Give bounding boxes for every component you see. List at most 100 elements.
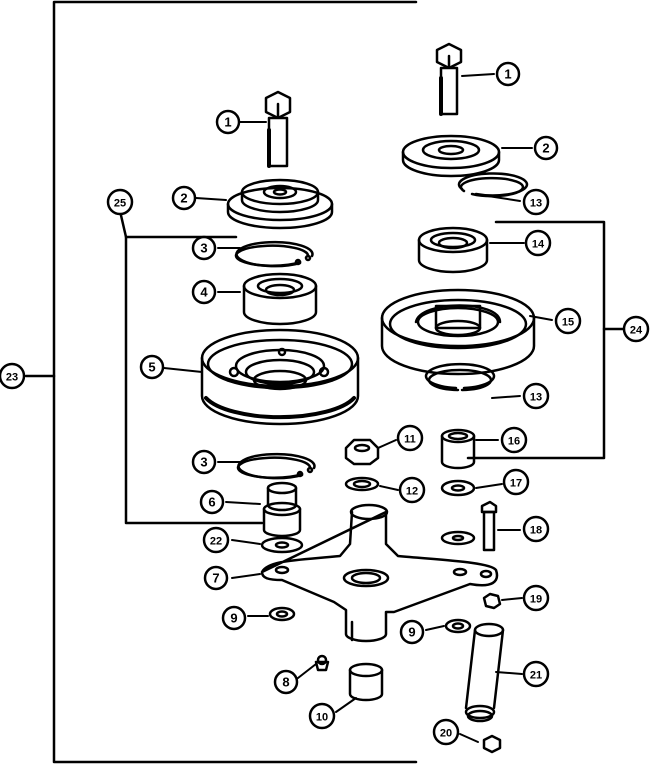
left-bearing xyxy=(242,272,318,326)
group-callout-right-pulley-assembly-text: 24 xyxy=(630,325,643,337)
callout-left-washer-circle xyxy=(202,526,230,554)
callout-grease-fitting: 8 xyxy=(273,669,299,695)
assembly-bracket-25 xyxy=(118,209,264,525)
callout-right-snap-ring-bottom-text: 13 xyxy=(530,392,542,404)
callout-right-nut-text: 9 xyxy=(408,625,415,640)
pivot-tube xyxy=(464,622,505,723)
callout-left-nut-circle xyxy=(221,605,247,631)
callout-center-nut-text: 11 xyxy=(404,434,416,446)
callout-right-snap-ring-top-text: 13 xyxy=(530,198,542,210)
grease-fitting xyxy=(314,654,330,672)
leader-lines xyxy=(163,73,553,743)
callout-right-small-nut-text: 19 xyxy=(530,594,542,606)
right-cover xyxy=(401,134,501,178)
callout-left-washer: 22 xyxy=(202,526,230,554)
callout-right-cover: 2 xyxy=(533,135,559,161)
group-callout-left-pulley-assembly-circle xyxy=(106,188,134,216)
callout-bottom-nut-text: 20 xyxy=(440,728,452,740)
callout-right-bearing: 14 xyxy=(524,229,552,257)
callout-right-washer-circle xyxy=(502,468,530,496)
callout-bottom-nut: 20 xyxy=(432,718,460,746)
group-callout-left-pulley-assembly-text: 25 xyxy=(114,198,126,210)
callout-bushing: 10 xyxy=(308,702,336,730)
callout-left-bearing-circle xyxy=(191,279,217,305)
callout-left-snap-ring-bottom: 3 xyxy=(191,449,217,475)
callout-grease-fitting-text: 8 xyxy=(282,675,289,690)
callout-left-nut-text: 9 xyxy=(230,611,237,626)
callout-bushing-text: 10 xyxy=(316,712,328,724)
left-snap-ring-top xyxy=(234,240,314,268)
right-snap-ring-bottom xyxy=(424,362,496,392)
callout-left-pulley: 5 xyxy=(139,354,165,380)
callout-left-pulley-text: 5 xyxy=(148,360,155,375)
left-nut xyxy=(268,606,296,622)
callout-right-snap-ring-bottom-circle xyxy=(522,382,550,410)
callout-small-bolt: 18 xyxy=(522,515,550,543)
callout-right-cover-circle xyxy=(533,135,559,161)
assembly-bracket-23 xyxy=(24,0,418,764)
callout-right-spacer: 16 xyxy=(500,426,528,454)
callout-left-bolt-text: 1 xyxy=(224,115,231,130)
left-bolt xyxy=(264,90,292,168)
callout-right-bolt: 1 xyxy=(495,61,521,87)
left-snap-ring-bottom xyxy=(236,452,316,480)
callout-left-pulley-circle xyxy=(139,354,165,380)
right-bolt xyxy=(435,42,463,116)
callout-left-spacer: 6 xyxy=(199,489,225,515)
callout-right-small-nut: 19 xyxy=(522,584,550,612)
callout-right-bolt-text: 1 xyxy=(504,67,511,82)
callout-bushing-circle xyxy=(308,702,336,730)
callout-center-washer-circle xyxy=(398,476,426,504)
callout-left-snap-ring-bottom-circle xyxy=(191,449,217,475)
group-callout-outer-assembly: 23 xyxy=(0,362,26,390)
callout-left-bolt: 1 xyxy=(215,109,241,135)
callout-center-nut-circle xyxy=(396,424,424,452)
callout-idler-arm-text: 7 xyxy=(212,571,219,586)
small-washer xyxy=(440,530,476,546)
right-snap-ring-top xyxy=(457,172,529,198)
right-nut xyxy=(444,618,472,634)
callout-right-snap-ring-top-circle xyxy=(522,188,550,216)
idler-arm xyxy=(260,503,499,643)
callout-right-snap-ring-bottom: 13 xyxy=(522,382,550,410)
callout-pivot-tube-text: 21 xyxy=(530,670,542,682)
callout-left-spacer-text: 6 xyxy=(208,495,215,510)
callout-idler-arm: 7 xyxy=(203,565,229,591)
group-callout-right-pulley-assembly-circle xyxy=(622,315,650,343)
callout-right-washer-text: 17 xyxy=(510,478,522,490)
callout-right-spacer-circle xyxy=(500,426,528,454)
callout-right-pulley-circle xyxy=(554,307,582,335)
callout-small-bolt-text: 18 xyxy=(530,525,542,537)
callout-small-bolt-circle xyxy=(522,515,550,543)
small-bolt xyxy=(480,500,498,552)
group-callout-right-pulley-assembly: 24 xyxy=(622,315,650,343)
callout-left-cover: 2 xyxy=(171,185,197,211)
right-pulley xyxy=(380,288,536,376)
group-callout-outer-assembly-text: 23 xyxy=(6,372,18,384)
callout-center-washer: 12 xyxy=(398,476,426,504)
callout-left-cover-text: 2 xyxy=(180,191,187,206)
bottom-nut xyxy=(482,734,502,754)
callout-left-bolt-circle xyxy=(215,109,241,135)
group-callout-left-pulley-assembly: 25 xyxy=(106,188,134,216)
callout-left-snap-ring-top: 3 xyxy=(191,235,217,261)
center-washer xyxy=(344,476,380,492)
callout-grease-fitting-circle xyxy=(273,669,299,695)
callout-pivot-tube-circle xyxy=(522,660,550,688)
group-callout-outer-assembly-circle xyxy=(0,362,26,390)
callout-left-snap-ring-top-text: 3 xyxy=(200,241,207,256)
callout-bottom-nut-circle xyxy=(432,718,460,746)
callout-left-spacer-circle xyxy=(199,489,225,515)
right-small-nut xyxy=(482,592,502,610)
callout-left-bearing: 4 xyxy=(191,279,217,305)
right-washer xyxy=(440,479,476,497)
callout-left-washer-text: 22 xyxy=(210,536,222,548)
left-spacer xyxy=(262,481,302,538)
callout-center-nut: 11 xyxy=(396,424,424,452)
callout-right-spacer-text: 16 xyxy=(508,436,520,448)
callout-left-snap-ring-top-circle xyxy=(191,235,217,261)
bushing xyxy=(348,662,384,702)
callout-left-nut: 9 xyxy=(221,605,247,631)
callout-right-pulley: 15 xyxy=(554,307,582,335)
